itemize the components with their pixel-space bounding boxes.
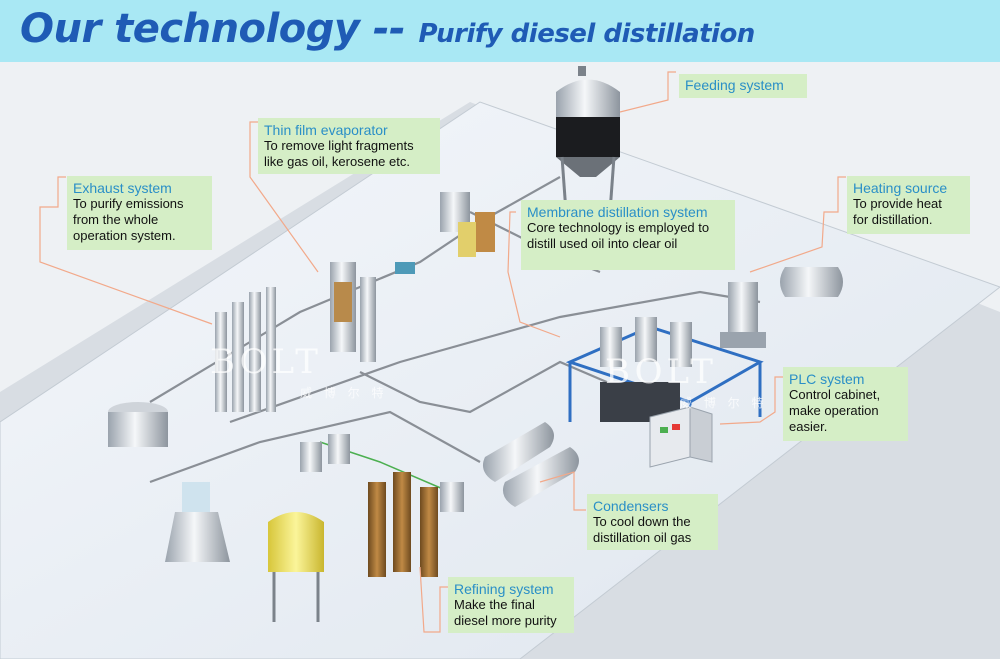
label-title: Exhaust system [73,180,172,196]
label-description: To provide heat for distillation. [853,196,942,227]
label-exhaust-system: Exhaust system To purify emissions from … [67,176,212,250]
watermark-cn-left: 威 博 尔 特 [300,386,388,400]
label-title: Membrane distillation system [527,204,708,220]
plant-illustration [0,62,1000,659]
label-title: Feeding system [685,77,784,93]
label-description: To remove light fragments like gas oil, … [264,138,414,169]
label-description: Make the final diesel more purity [454,597,557,628]
title-main-text: Our technology -- [20,6,419,52]
page-title: Our technology -- Purify diesel distilla… [20,6,755,52]
label-refining-system: Refining system Make the final diesel mo… [448,577,574,633]
watermark-brand-right: BOLT [605,352,717,392]
label-membrane-distillation: Membrane distillation system Core techno… [521,200,735,270]
refining-columns [300,434,464,577]
label-description: To cool down the distillation oil gas [593,514,692,545]
label-description: To purify emissions from the whole opera… [73,196,184,243]
plc-cabinet [649,406,713,468]
label-feeding-system: Feeding system [679,74,807,98]
label-heating-source: Heating source To provide heat for disti… [847,176,970,234]
heating-source [720,267,843,348]
feeding-tank [556,66,620,213]
label-title: Refining system [454,581,554,597]
label-description: Control cabinet, make operation easier. [789,387,881,434]
label-description: Core technology is employed to distill u… [527,220,710,251]
title-sub-text: Purify diesel distillation [418,19,755,49]
exhaust-towers [108,287,276,447]
label-condensers: Condensers To cool down the distillation… [587,494,718,550]
leader-lines [39,71,846,633]
header-banner: Our technology -- Purify diesel distilla… [0,0,1000,62]
label-title: PLC system [789,371,865,387]
watermark-brand-left: BOLT [210,342,322,382]
label-thin-film-evaporator: Thin film evaporator To remove light fra… [258,118,440,174]
plant-diagram: BOLT 威 博 尔 特 BOLT 威 博 尔 特 Feeding system… [0,62,1000,659]
thin-film-evaporator [330,192,495,362]
condensers [482,422,579,507]
storage-tanks [165,482,324,622]
label-title: Thin film evaporator [264,122,388,138]
label-plc-system: PLC system Control cabinet, make operati… [783,367,908,441]
watermark-cn-right: 威 博 尔 特 [680,396,768,410]
label-title: Condensers [593,498,669,514]
label-title: Heating source [853,180,948,196]
